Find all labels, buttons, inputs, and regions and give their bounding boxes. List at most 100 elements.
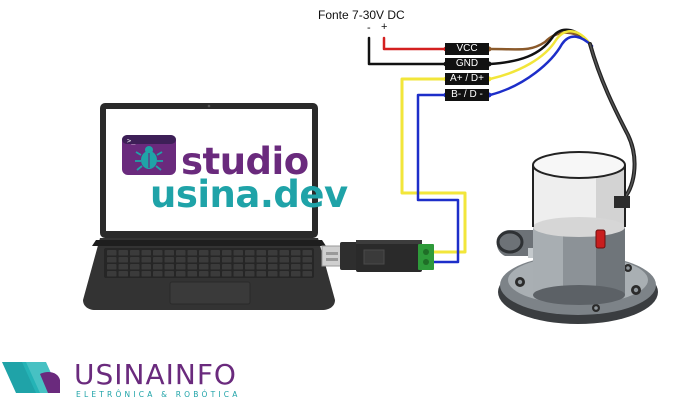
keyboard-key <box>153 250 163 256</box>
keyboard-key <box>268 264 278 270</box>
keyboard-key <box>164 250 174 256</box>
keyboard-key <box>210 264 220 270</box>
keyboard-key <box>302 271 312 277</box>
sensor-device <box>496 151 658 324</box>
wire-data-a <box>400 77 467 254</box>
wire-power <box>382 36 458 51</box>
usinainfo-logo-icon <box>2 362 60 393</box>
keyboard-key <box>187 250 197 256</box>
screen-app-domain: usina.dev <box>150 173 348 216</box>
keyboard-key <box>256 271 266 277</box>
keyboard-key <box>176 250 186 256</box>
terminal-vcc: VCC <box>445 43 489 55</box>
keyboard-key <box>118 264 128 270</box>
keyboard-key <box>153 264 163 270</box>
keyboard-key <box>176 271 186 277</box>
brand-tagline: ELETRÔNICA & ROBÓTICA <box>76 390 241 399</box>
keyboard-key <box>245 250 255 256</box>
keyboard-key <box>256 257 266 263</box>
keyboard-key <box>279 250 289 256</box>
keyboard-key <box>268 271 278 277</box>
keyboard-key <box>176 257 186 263</box>
polarity-minus-label: - <box>367 22 371 34</box>
terminal-a-plus: A+ / D+ <box>445 73 489 85</box>
wire-ground <box>367 36 458 66</box>
wires <box>367 28 637 264</box>
keyboard-key <box>130 250 140 256</box>
brand-name: USINAINFO <box>74 358 237 391</box>
keyboard-key <box>210 257 220 263</box>
keyboard-key <box>153 271 163 277</box>
keyboard-key <box>279 264 289 270</box>
keyboard-key <box>291 264 301 270</box>
keyboard-key <box>268 257 278 263</box>
wire-sensor-yellow <box>488 30 592 81</box>
keyboard-key <box>164 257 174 263</box>
keyboard-key <box>222 250 232 256</box>
trackpad <box>169 281 251 305</box>
keyboard-key <box>107 257 117 263</box>
keyboard-key <box>222 271 232 277</box>
wire-sensor-brown <box>488 31 588 51</box>
power-supply-label: Fonte 7-30V DC <box>318 8 405 22</box>
keyboard-key <box>187 257 197 263</box>
keyboard-key <box>199 271 209 277</box>
keyboard-key <box>130 264 140 270</box>
keyboard-key <box>233 250 243 256</box>
keyboard-key <box>199 257 209 263</box>
keyboard-key <box>118 257 128 263</box>
keyboard-key <box>210 271 220 277</box>
keyboard-key <box>302 257 312 263</box>
terminal-bug-icon: >_ <box>122 135 176 175</box>
indicator-light <box>595 229 606 249</box>
keyboard-key <box>107 271 117 277</box>
keyboard-key <box>141 250 151 256</box>
keyboard-key <box>291 250 301 256</box>
keyboard-key <box>302 250 312 256</box>
keyboard-key <box>291 271 301 277</box>
keyboard-key <box>130 271 140 277</box>
keyboard-key <box>141 257 151 263</box>
keyboard-key <box>118 271 128 277</box>
screen-app-name: studio <box>181 140 309 183</box>
keyboard-key <box>279 271 289 277</box>
polarity-plus-label: + <box>381 21 388 33</box>
keyboard-key <box>233 257 243 263</box>
keyboard-key <box>141 271 151 277</box>
keyboard-key <box>176 264 186 270</box>
wire-data-b <box>416 93 460 264</box>
keyboard-key <box>153 257 163 263</box>
usb-rs485-converter <box>321 240 434 272</box>
keyboard-key <box>164 264 174 270</box>
laptop: >_ <box>83 103 335 310</box>
keyboard-key <box>222 264 232 270</box>
keyboard-key <box>187 264 197 270</box>
keyboard-key <box>199 250 209 256</box>
keyboard-key <box>302 264 312 270</box>
keyboard-key <box>164 271 174 277</box>
terminal-gnd: GND <box>445 58 489 70</box>
keyboard-key <box>130 257 140 263</box>
wire-sensor-blue <box>488 35 594 97</box>
keyboard-key <box>233 271 243 277</box>
keyboard-key <box>107 264 117 270</box>
keyboard <box>104 248 314 278</box>
terminal-b-minus: B- / D - <box>445 89 489 101</box>
keyboard-key <box>210 250 220 256</box>
keyboard-key <box>256 250 266 256</box>
svg-text:>_: >_ <box>127 137 136 145</box>
keyboard-key <box>279 257 289 263</box>
keyboard-key <box>245 264 255 270</box>
keyboard-key <box>245 257 255 263</box>
keyboard-key <box>268 250 278 256</box>
keyboard-key <box>233 264 243 270</box>
keyboard-key <box>199 264 209 270</box>
keyboard-key <box>245 271 255 277</box>
keyboard-key <box>222 257 232 263</box>
keyboard-key <box>256 264 266 270</box>
keyboard-key <box>107 250 117 256</box>
keyboard-key <box>118 250 128 256</box>
keyboard-key <box>291 257 301 263</box>
keyboard-key <box>141 264 151 270</box>
